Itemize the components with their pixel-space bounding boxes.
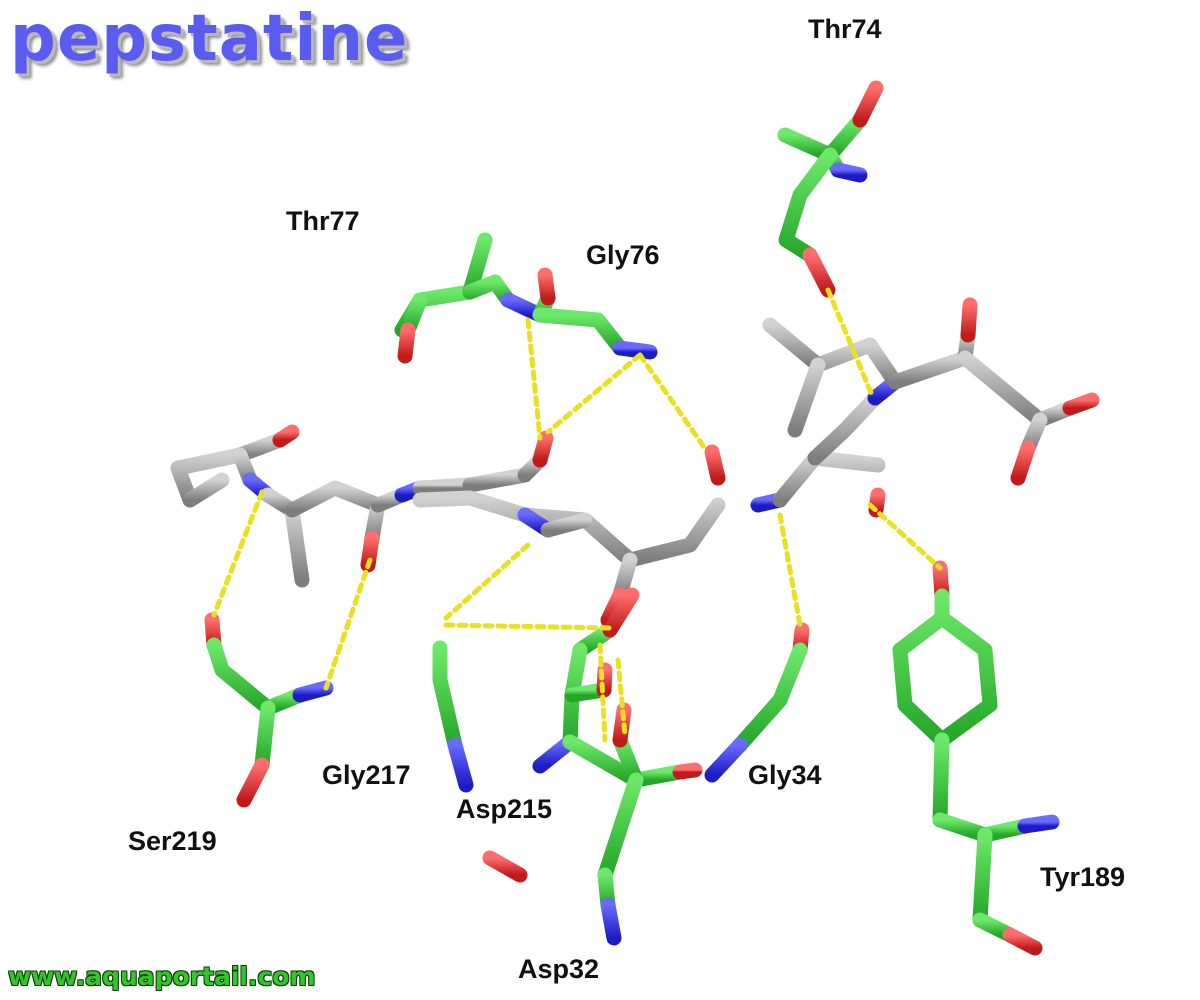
hbond-gly76-ligand-1 — [545, 352, 643, 435]
bond-90 — [732, 642, 808, 753]
bond-65 — [206, 637, 276, 716]
bond-50 — [778, 147, 838, 263]
bond-4 — [182, 472, 230, 508]
bond-81 — [672, 762, 703, 780]
bond-22 — [532, 430, 554, 468]
hbond-asp-asp-1 — [597, 642, 608, 743]
hbond-asp-asp-2 — [615, 657, 628, 738]
bond-9 — [284, 502, 310, 588]
hbond-ser219-ligand-2 — [323, 557, 373, 691]
bond-67 — [292, 680, 334, 703]
bond-layer — [100, 80, 1100, 956]
hbond-gly217-asp — [443, 622, 613, 631]
hbond-tyr189-ligand — [867, 502, 943, 571]
bond-98 — [972, 827, 993, 928]
bond-51 — [802, 247, 836, 298]
bond-37 — [887, 350, 973, 390]
residue-label-gly76: Gly76 — [586, 240, 660, 270]
bond-49 — [830, 162, 868, 183]
hbond-gly76-ligand-2 — [637, 352, 709, 453]
bond-44 — [1010, 440, 1036, 486]
bond-74 — [602, 587, 640, 638]
bond-39 — [960, 297, 978, 343]
hbond-thr74-ligand — [825, 287, 875, 398]
bond-69 — [236, 757, 270, 808]
source-watermark: www.aquaportail.com — [8, 962, 316, 991]
bond-46 — [822, 112, 868, 163]
bond-36 — [787, 357, 826, 438]
bond-79 — [562, 734, 644, 788]
bond-61 — [537, 267, 556, 306]
bond-20 — [540, 512, 593, 538]
bond-57 — [397, 322, 416, 364]
bond-95 — [932, 812, 993, 843]
bond-91 — [704, 737, 748, 783]
bond-26 — [704, 444, 726, 486]
bond-45 — [777, 127, 838, 163]
bond-93 — [892, 588, 998, 748]
hbond-ser219-ligand-1 — [211, 489, 265, 618]
hbond-gly217-ligand — [443, 542, 531, 621]
bond-63 — [612, 340, 658, 360]
bond-97 — [1017, 814, 1060, 834]
residue-label-thr74: Thr74 — [808, 14, 882, 44]
bond-62 — [532, 307, 628, 356]
bond-94 — [932, 732, 950, 828]
residue-label-ser219: Ser219 — [128, 826, 217, 856]
residue-label-asp215: Asp215 — [456, 794, 553, 824]
page-title: pepstatine — [10, 2, 409, 76]
hbond-gly34-ligand — [777, 512, 803, 628]
residue-label-gly34: Gly34 — [748, 760, 822, 790]
bond-10 — [284, 480, 386, 518]
bond-84 — [597, 772, 644, 883]
bond-42 — [1062, 392, 1100, 416]
bond-15 — [412, 477, 478, 496]
bond-24 — [600, 587, 628, 628]
bond-88 — [600, 897, 622, 946]
bond-34 — [810, 337, 903, 390]
bond-47 — [852, 80, 884, 128]
hydrogen-bond-layer — [211, 287, 943, 743]
bond-29 — [772, 450, 886, 508]
bond-17 — [462, 467, 533, 493]
bond-40 — [957, 350, 1048, 428]
residue-label-tyr189: Tyr189 — [1040, 862, 1126, 892]
bond-100 — [1002, 927, 1043, 956]
residue-label-gly217: Gly217 — [322, 760, 411, 790]
bond-68 — [254, 700, 276, 773]
bond-3 — [272, 424, 300, 448]
bond-35 — [762, 317, 826, 373]
bond-71 — [432, 640, 463, 753]
bond-1 — [170, 447, 248, 508]
hbond-thr77-ligand — [525, 317, 543, 441]
residue-label-asp32: Asp32 — [518, 954, 600, 984]
bond-72 — [447, 737, 474, 793]
residue-label-thr77: Thr77 — [286, 206, 360, 236]
bond-32 — [807, 390, 883, 466]
